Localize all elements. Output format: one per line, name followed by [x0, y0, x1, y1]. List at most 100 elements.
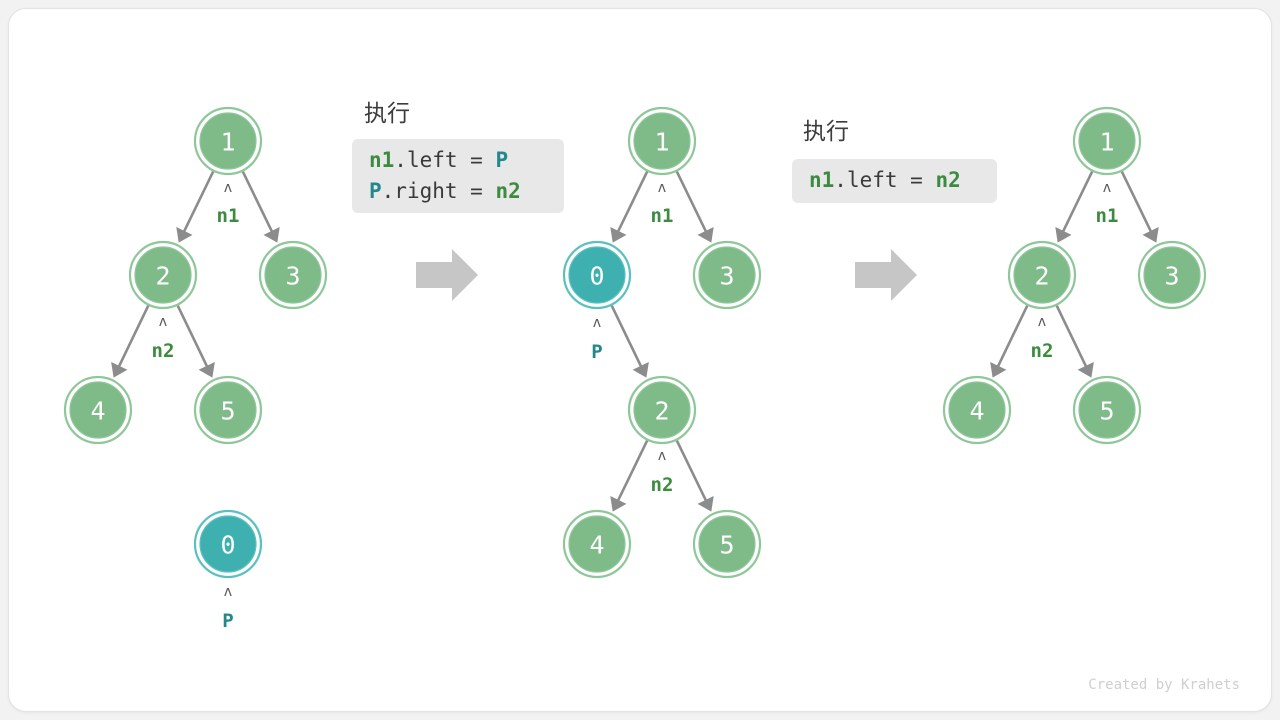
tree-node[interactable]: 1: [193, 106, 263, 176]
code-line: n1.left = P: [369, 148, 508, 172]
node-outer-ring: [1072, 106, 1142, 176]
pointer-name: n2: [651, 474, 674, 496]
pointer-name: P: [222, 610, 233, 632]
tree-node[interactable]: 0: [562, 240, 632, 310]
node-outer-ring: [1072, 375, 1142, 445]
tree-node[interactable]: 1: [1072, 106, 1142, 176]
pointer-label-n2: ʌn2: [152, 314, 175, 362]
node-circle: [199, 515, 257, 573]
pointer-name: n2: [152, 340, 175, 362]
tree-node[interactable]: 4: [942, 375, 1012, 445]
tree-edge: [675, 171, 709, 235]
pointer-caret-icon: ʌ: [224, 584, 232, 600]
edge-arrowhead: [263, 226, 280, 243]
node-value: 1: [1099, 128, 1114, 157]
tree-edge: [615, 440, 649, 504]
pointer-caret-icon: ʌ: [658, 448, 666, 464]
node-outer-ring: [193, 106, 263, 176]
node-outer-ring: [562, 240, 632, 310]
edge-arrowhead: [697, 495, 714, 512]
edge-arrowhead: [1142, 226, 1159, 243]
tree-node[interactable]: 0: [193, 509, 263, 579]
tree-node[interactable]: 4: [562, 509, 632, 579]
pointer-label-p: ʌP: [222, 584, 233, 632]
node-value: 3: [1164, 262, 1179, 291]
pointer-caret-icon: ʌ: [658, 180, 666, 196]
edge-arrowhead: [632, 361, 649, 378]
execute-label: 执行: [803, 118, 849, 144]
node-outer-ring: [562, 509, 632, 579]
tree-node[interactable]: 2: [128, 240, 198, 310]
node-value: 0: [220, 531, 235, 560]
tree-node[interactable]: 3: [258, 240, 328, 310]
code-line: P.right = n2: [369, 179, 521, 203]
code-snippet-box: [792, 159, 997, 203]
pointer-label-n1: ʌn1: [217, 180, 240, 227]
code-token-plain: .right =: [382, 179, 496, 203]
tree-edge: [176, 305, 210, 370]
node-circle: [1078, 112, 1136, 170]
tree-node[interactable]: 2: [1007, 240, 1077, 310]
tree-edge: [615, 171, 649, 235]
node-circle: [948, 381, 1006, 439]
tree-node[interactable]: 5: [1072, 375, 1142, 445]
node-outer-ring: [193, 375, 263, 445]
node-circle: [698, 246, 756, 304]
tree-edge: [241, 171, 275, 235]
edges-layer: [111, 171, 1159, 512]
node-outer-ring: [627, 375, 697, 445]
tree-node[interactable]: 4: [63, 375, 133, 445]
edge-arrowhead: [111, 361, 128, 378]
node-outer-ring: [692, 240, 762, 310]
pointer-label-n2: ʌ n2: [651, 448, 674, 496]
tree-edge: [675, 440, 709, 504]
node-circle: [199, 381, 257, 439]
node-circle: [1143, 246, 1201, 304]
node-value: 2: [654, 397, 669, 426]
tree-node[interactable]: 3: [692, 240, 762, 310]
node-circle: [633, 112, 691, 170]
step-transition-arrow-icon: [416, 249, 478, 301]
node-circle: [199, 112, 257, 170]
pointer-caret-icon: ʌ: [1103, 180, 1111, 196]
node-circle: [134, 246, 192, 304]
node-value: 5: [220, 397, 235, 426]
pointer-label-p: ʌP: [591, 315, 602, 363]
edge-arrowhead: [198, 361, 215, 378]
edge-arrowhead: [176, 226, 193, 243]
node-outer-ring: [1007, 240, 1077, 310]
node-outer-ring: [258, 240, 328, 310]
pointer-caret-icon: ʌ: [593, 315, 601, 331]
node-outer-ring: [63, 375, 133, 445]
pointer-label-n1: ʌn1: [1096, 180, 1119, 227]
node-value: 2: [1034, 262, 1049, 291]
code-token-var: n2: [935, 168, 960, 192]
node-value: 4: [969, 397, 984, 426]
node-circle: [264, 246, 322, 304]
tree-edge: [610, 305, 644, 370]
node-outer-ring: [193, 509, 263, 579]
node-circle: [69, 381, 127, 439]
node-outer-ring: [692, 509, 762, 579]
tree-node[interactable]: 2: [627, 375, 697, 445]
tree-node[interactable]: 5: [193, 375, 263, 445]
pointer-name: n1: [217, 205, 240, 227]
code-token-plain: .left =: [834, 168, 935, 192]
code-token-plain: .left =: [394, 148, 495, 172]
transitions-layer: [416, 249, 917, 301]
node-circle: [568, 246, 626, 304]
edge-arrowhead: [610, 495, 627, 512]
tree-node[interactable]: 1: [627, 106, 697, 176]
edge-arrowhead: [990, 361, 1007, 378]
tree-node[interactable]: 5: [692, 509, 762, 579]
node-value: 5: [1099, 397, 1114, 426]
code-token-ptr: P: [495, 148, 508, 172]
pointer-label-n2: ʌn2: [1031, 314, 1054, 362]
edge-arrowhead: [697, 226, 714, 243]
tree-edge: [181, 171, 215, 235]
tree-node[interactable]: 3: [1137, 240, 1207, 310]
